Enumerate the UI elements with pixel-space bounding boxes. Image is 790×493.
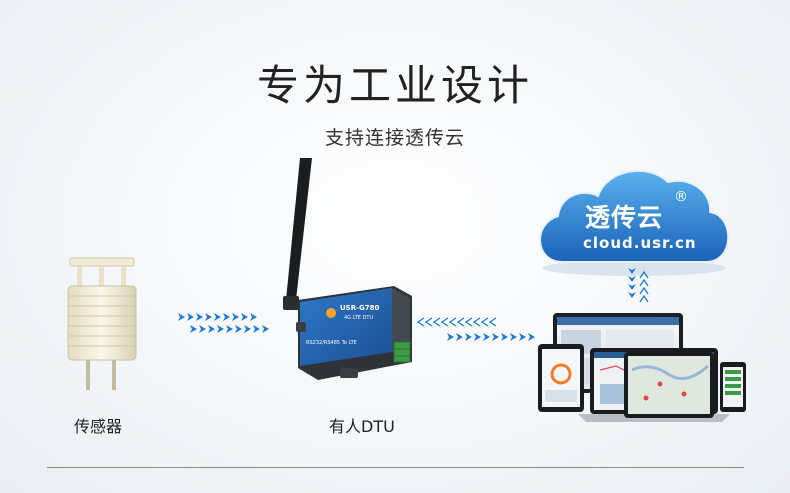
- tablet-icon: [538, 344, 584, 412]
- dtu-sub-label: 4G LTE DTU: [344, 315, 374, 321]
- dtu-port-label: RS232/RS485 To LTE: [306, 340, 357, 346]
- map-tablet-icon: [624, 352, 714, 418]
- sensor-icon: [67, 257, 137, 390]
- page-subtitle: 支持连接透传云: [324, 127, 465, 149]
- dtu-device: [283, 158, 412, 380]
- antenna-icon: [283, 158, 312, 310]
- cloud-url: cloud.usr.cn: [583, 234, 697, 252]
- cloud-registered-mark: ®: [674, 189, 688, 205]
- divider: [47, 467, 744, 468]
- arrow-chevron-icon: [178, 313, 269, 333]
- cloud-name: 透传云: [585, 203, 664, 232]
- sensor-caption: 传感器: [74, 417, 123, 436]
- page-title: 专为工业设计: [256, 61, 533, 110]
- cloud-icon: [539, 169, 730, 276]
- arrow-chevron-icon: [628, 268, 649, 303]
- dtu-caption: 有人DTU: [329, 417, 395, 436]
- dtu-model-label: USR-G780: [340, 304, 380, 312]
- arrow-chevron-icon: [416, 317, 535, 341]
- phone-icon: [720, 362, 746, 412]
